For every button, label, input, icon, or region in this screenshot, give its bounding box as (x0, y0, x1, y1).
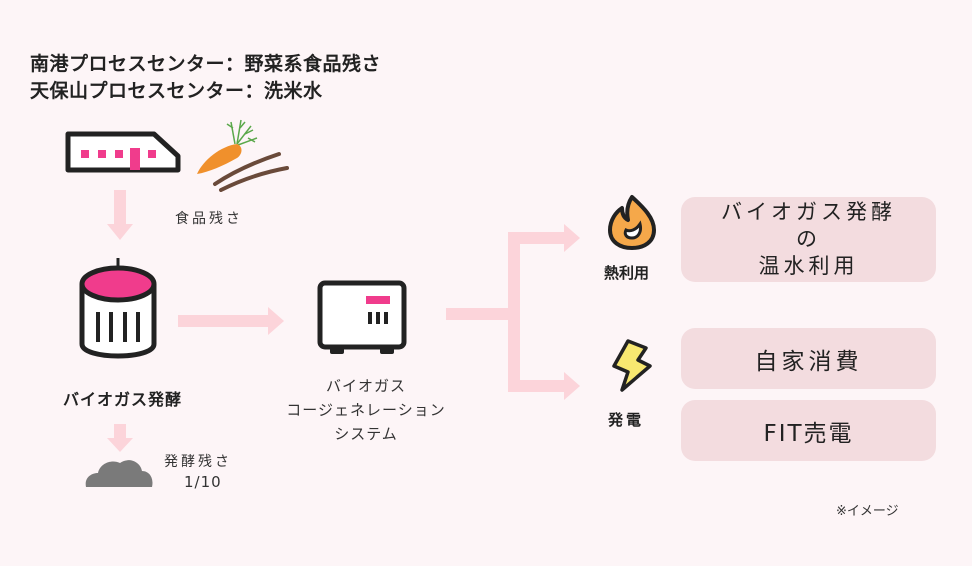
cogen-label-3: システム (334, 425, 398, 443)
power-label: 発電 (608, 411, 645, 429)
vegetables-icon (197, 119, 289, 192)
fermentation-label: バイオガス発酵 (63, 390, 183, 409)
down-arrow-food (107, 190, 133, 240)
branch-arrows (446, 224, 580, 400)
down-arrow-residue (107, 424, 133, 452)
cogeneration-unit-icon (317, 280, 407, 354)
food-waste-label: 食品残さ (175, 211, 243, 227)
header-line-2: 天保山プロセスセンター：洗米水 (30, 80, 323, 102)
heat-use-box: バイオガス発酵 の 温水利用 (681, 197, 936, 282)
fermentation-tank-icon (79, 258, 157, 359)
cogen-label-1: バイオガス (325, 377, 406, 395)
flame-icon (608, 195, 656, 250)
cogen-label-2: コージェネレーション (286, 401, 446, 419)
residue-cloud-icon (85, 460, 153, 487)
heat-box-line-3: 温水利用 (758, 254, 859, 278)
arrow-head-power (564, 372, 580, 400)
residue-label: 発酵残さ (164, 454, 232, 470)
arrow-head-heat (564, 224, 580, 252)
self-consumption-text: 自家消費 (754, 348, 863, 375)
heat-box-line-1: バイオガス発酵 (721, 200, 896, 224)
fit-sale-text: FIT売電 (763, 420, 854, 447)
process-center-icon (65, 131, 181, 173)
fit-sale-box: FIT売電 (681, 400, 936, 461)
heat-label: 熱利用 (604, 264, 650, 282)
self-consumption-box: 自家消費 (681, 328, 936, 389)
lightning-icon (612, 339, 652, 392)
residue-ratio: 1/10 (184, 473, 222, 491)
right-arrow-to-cogen (178, 307, 284, 335)
image-note: ※イメージ (836, 504, 899, 519)
header-line-1: 南港プロセスセンター：野菜系食品残さ (30, 53, 382, 75)
heat-box-line-2: の (796, 227, 821, 251)
